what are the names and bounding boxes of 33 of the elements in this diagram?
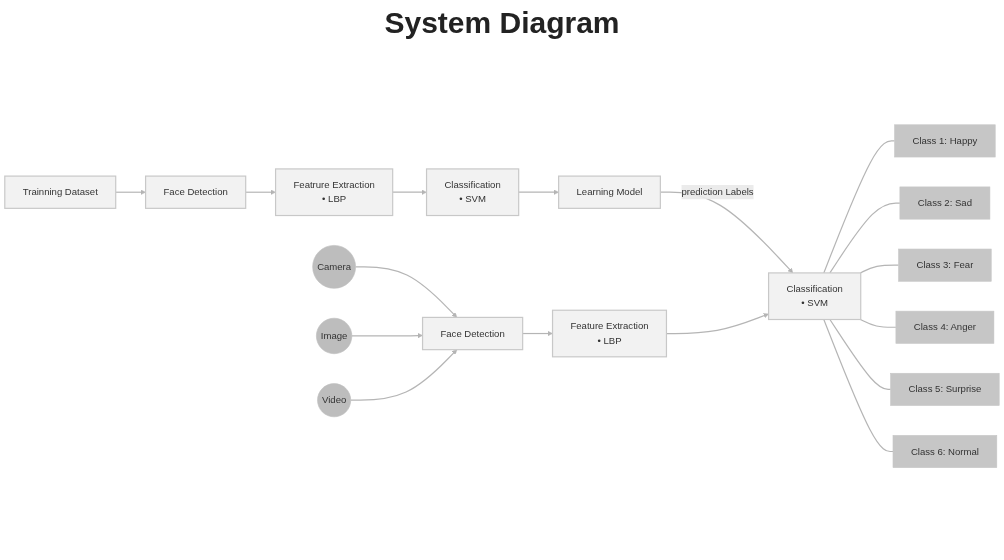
node-box: Face Detection: [421, 317, 524, 351]
arrow: [351, 333, 423, 339]
connector: [859, 319, 897, 329]
node-box: Trainning Dataset: [4, 175, 117, 210]
edge-label: prediction Labels: [681, 187, 754, 198]
node-box: Face Detection: [145, 175, 247, 210]
node-box: Class 2: Sad: [899, 186, 991, 220]
arrow: [350, 349, 458, 402]
node-box: Classification • SVM: [425, 168, 520, 217]
connector: [829, 202, 901, 274]
connector: [829, 319, 892, 391]
node-circle: Video: [317, 383, 352, 418]
arrow: [392, 189, 427, 196]
node-box: Class 1: Happy: [894, 124, 996, 158]
node-box: Featrure Extraction • LBP: [274, 168, 394, 217]
connector: [859, 264, 900, 274]
node-box: Learning Model: [558, 175, 661, 210]
node-box: Class 6: Normal: [892, 435, 998, 469]
connector: [823, 319, 894, 453]
node-circle: Image: [316, 318, 353, 355]
arrow: [245, 189, 276, 196]
node-circle: Camera: [312, 245, 356, 289]
node-box: Feature Extraction • LBP: [551, 309, 668, 358]
node-box: Class 4: Anger: [895, 311, 995, 344]
node-box: Class 3: Fear: [898, 249, 992, 282]
arrow: [115, 189, 146, 196]
diagram-title: System Diagram: [383, 6, 621, 40]
node-box: Classification • SVM: [768, 272, 862, 321]
node-box: Class 5: Surprise: [890, 373, 1000, 407]
arrow: [522, 331, 553, 337]
arrow: [355, 266, 458, 318]
connector: [823, 140, 896, 274]
arrow: [518, 189, 559, 196]
